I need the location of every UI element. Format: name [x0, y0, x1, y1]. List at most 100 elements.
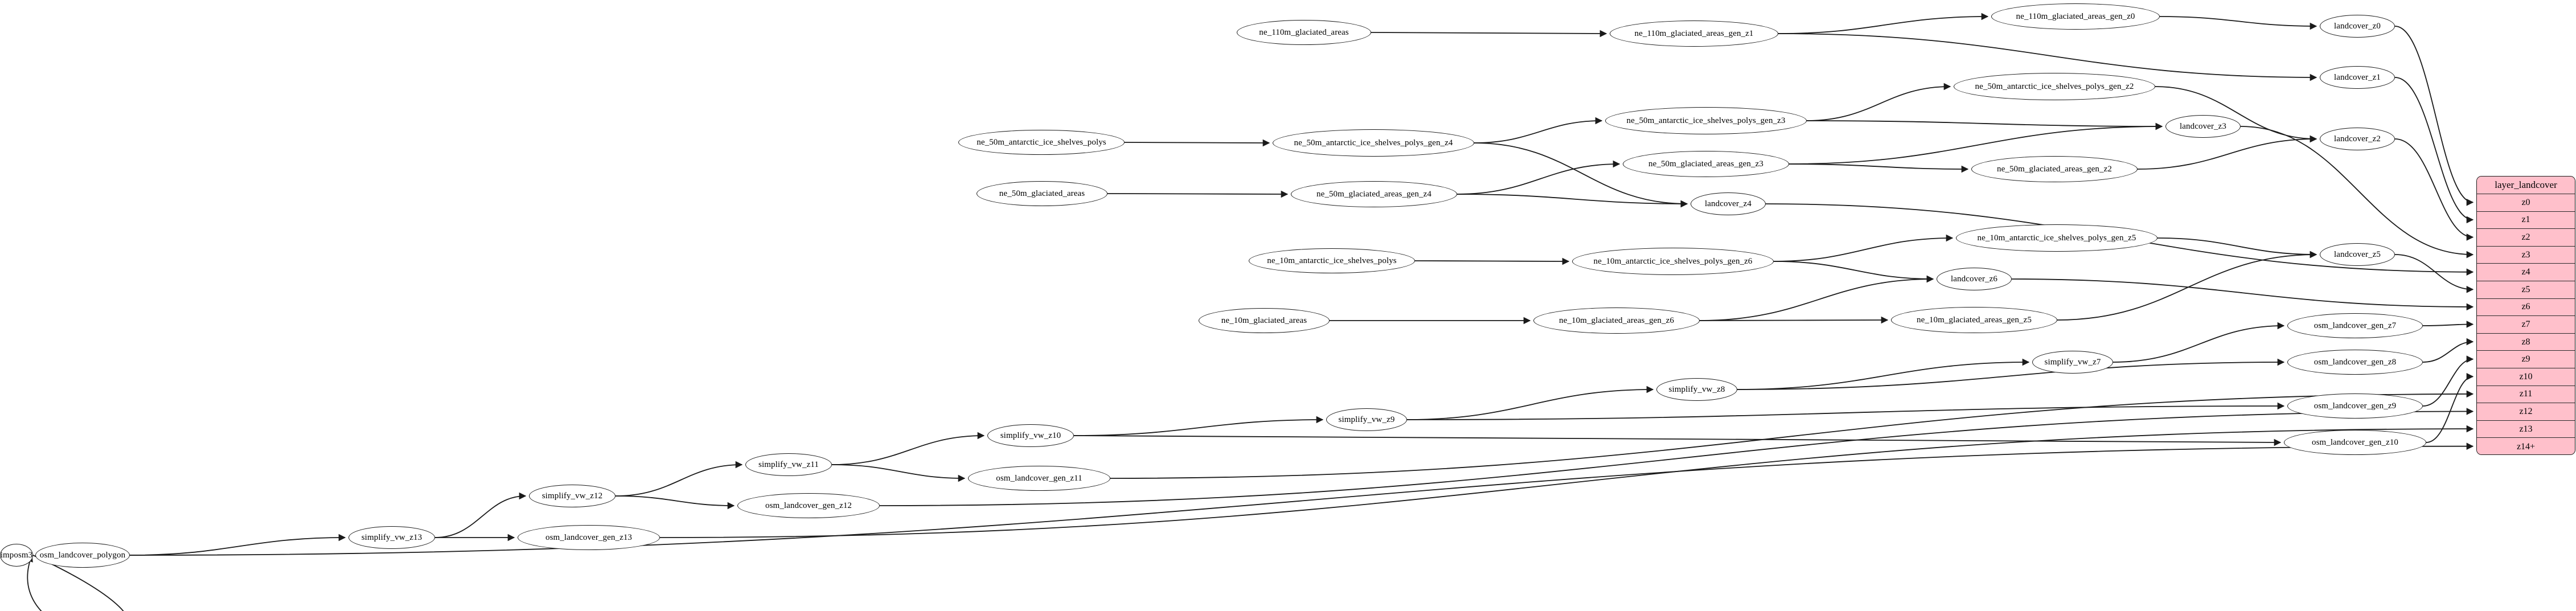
graph-node-simplify-vw-z12[interactable]: simplify_vw_z12: [529, 485, 616, 507]
graph-node-landcover-z4[interactable]: landcover_z4: [1691, 192, 1766, 215]
graph-node-simplify-vw-z13[interactable]: simplify_vw_z13: [348, 526, 435, 549]
legend-row-z8[interactable]: z8: [2477, 333, 2575, 351]
graph-edge: [879, 408, 2474, 506]
graph-edge: [1699, 316, 1889, 324]
legend-row-z13[interactable]: z13: [2477, 420, 2575, 438]
graph-node-osm-landcover-gen-z8[interactable]: osm_landcover_gen_z8: [2287, 350, 2423, 375]
legend-row-z9[interactable]: z9: [2477, 351, 2575, 368]
graph-edge: [1778, 13, 1989, 34]
graph-node-ne-10m-antarctic-ice-shelves-polys-gen-z5[interactable]: ne_10m_antarctic_ice_shelves_polys_gen_z…: [1956, 224, 2157, 252]
legend-row-z5[interactable]: z5: [2477, 281, 2575, 299]
graph-node-label: ne_50m_glaciated_areas_gen_z2: [1997, 164, 2112, 174]
graph-edge: [1073, 435, 2282, 446]
graph-node-ne-50m-glaciated-areas-gen-z4[interactable]: ne_50m_glaciated_areas_gen_z4: [1291, 181, 1457, 207]
legend-row-z12[interactable]: z12: [2477, 403, 2575, 421]
graph-node-landcover-z3[interactable]: landcover_z3: [2165, 115, 2241, 138]
graph-edge: [2157, 237, 2317, 259]
graph-node-ne-10m-glaciated-areas-gen-z6[interactable]: ne_10m_glaciated_areas_gen_z6: [1533, 307, 1700, 334]
graph-node-label: simplify_vw_z7: [2044, 357, 2101, 367]
graph-node-ne-50m-glaciated-areas-gen-z3[interactable]: ne_50m_glaciated_areas_gen_z3: [1623, 151, 1789, 177]
graph-node-ne-10m-antarctic-ice-shelves-polys[interactable]: ne_10m_antarctic_ice_shelves_polys: [1249, 248, 1415, 273]
graph-node-imposm3[interactable]: imposm3: [0, 544, 33, 567]
graph-edge: [615, 495, 735, 510]
graph-node-landcover-z6[interactable]: landcover_z6: [1937, 268, 2012, 290]
graph-node-osm-landcover-gen-z10[interactable]: osm_landcover_gen_z10: [2284, 430, 2426, 455]
graph-node-label: ne_110m_glaciated_areas: [1259, 27, 1349, 37]
graph-node-label: osm_landcover_gen_z7: [2314, 321, 2397, 330]
graph-node-label: simplify_vw_z10: [1000, 430, 1061, 440]
graph-node-ne-110m-glaciated-areas-gen-z1[interactable]: ne_110m_glaciated_areas_gen_z1: [1610, 20, 1778, 47]
legend-row-z4[interactable]: z4: [2477, 264, 2575, 281]
graph-node-osm-landcover-gen-z11[interactable]: osm_landcover_gen_z11: [968, 466, 1110, 491]
graph-node-simplify-vw-z10[interactable]: simplify_vw_z10: [987, 424, 1074, 447]
graph-node-osm-landcover-polygon[interactable]: osm_landcover_polygon: [35, 543, 130, 568]
graph-node-osm-landcover-gen-z9[interactable]: osm_landcover_gen_z9: [2287, 393, 2423, 419]
graph-edge: [2057, 251, 2317, 321]
graph-edge: [1124, 139, 1270, 147]
graph-node-label: ne_10m_antarctic_ice_shelves_polys_gen_z…: [1593, 256, 1753, 266]
graph-node-ne-10m-glaciated-areas[interactable]: ne_10m_glaciated_areas: [1199, 308, 1330, 333]
graph-node-label: imposm3: [0, 550, 33, 560]
legend-row-z1[interactable]: z1: [2477, 211, 2575, 229]
graph-edge: [1778, 33, 2317, 81]
graph-node-ne-110m-glaciated-areas[interactable]: ne_110m_glaciated_areas: [1237, 20, 1371, 45]
graph-node-landcover-z0[interactable]: landcover_z0: [2320, 15, 2395, 38]
graph-node-label: ne_110m_glaciated_areas_gen_z1: [1634, 28, 1754, 38]
graph-node-label: ne_10m_antarctic_ice_shelves_polys_gen_z…: [1977, 233, 2136, 243]
legend-row-z10[interactable]: z10: [2477, 368, 2575, 386]
graph-node-label: simplify_vw_z11: [758, 460, 819, 469]
graph-edge: [615, 461, 743, 497]
graph-node-label: landcover_z0: [2334, 21, 2381, 31]
graph-node-ne-50m-glaciated-areas[interactable]: ne_50m_glaciated_areas: [977, 181, 1107, 206]
graph-edge: [659, 425, 2474, 538]
graph-node-ne-10m-glaciated-areas-gen-z5[interactable]: ne_10m_glaciated_areas_gen_z5: [1891, 307, 2057, 333]
graph-node-osm-landcover-gen-z13[interactable]: osm_landcover_gen_z13: [518, 525, 660, 550]
graph-node-label: simplify_vw_z13: [361, 532, 423, 542]
graph-node-label: ne_50m_antarctic_ice_shelves_polys_gen_z…: [1975, 81, 2134, 91]
graph-edge: [1457, 194, 1688, 208]
graph-edge: [1737, 358, 2030, 390]
graph-edge: [1806, 120, 2163, 130]
graph-node-ne-10m-antarctic-ice-shelves-polys-gen-z6[interactable]: ne_10m_antarctic_ice_shelves_polys_gen_z…: [1572, 248, 1774, 275]
graph-node-label: simplify_vw_z8: [1668, 384, 1725, 394]
graph-node-simplify-vw-z8[interactable]: simplify_vw_z8: [1656, 378, 1737, 401]
graph-node-ne-50m-antarctic-ice-shelves-polys-gen-z2[interactable]: ne_50m_antarctic_ice_shelves_polys_gen_z…: [1954, 73, 2155, 100]
graph-node-ne-50m-antarctic-ice-shelves-polys[interactable]: ne_50m_antarctic_ice_shelves_polys: [958, 130, 1125, 155]
graph-node-ne-50m-antarctic-ice-shelves-polys-gen-z3[interactable]: ne_50m_antarctic_ice_shelves_polys_gen_z…: [1605, 107, 1807, 134]
graph-node-label: ne_50m_glaciated_areas: [999, 188, 1085, 198]
graph-node-landcover-z5[interactable]: landcover_z5: [2320, 243, 2395, 266]
legend-row-z0[interactable]: z0: [2477, 194, 2575, 212]
graph-edge: [2137, 135, 2317, 170]
graph-node-osm-landcover-gen-z7[interactable]: osm_landcover_gen_z7: [2287, 313, 2423, 338]
legend-row-z14plus[interactable]: z14+: [2477, 438, 2575, 454]
graph-edge: [2422, 338, 2474, 363]
graph-node-osm-landcover-gen-z12[interactable]: osm_landcover_gen_z12: [737, 493, 880, 518]
legend-row-z2[interactable]: z2: [2477, 229, 2575, 247]
graph-node-label: osm_landcover_gen_z11: [996, 473, 1082, 483]
graph-node-simplify-vw-z11[interactable]: simplify_vw_z11: [745, 453, 832, 476]
legend-row-z3[interactable]: z3: [2477, 246, 2575, 264]
graph-node-ne-50m-glaciated-areas-gen-z2[interactable]: ne_50m_glaciated_areas_gen_z2: [1971, 156, 2138, 182]
graph-node-ne-110m-glaciated-areas-gen-z0[interactable]: ne_110m_glaciated_areas_gen_z0: [1991, 3, 2160, 30]
graph-node-landcover-z1[interactable]: landcover_z1: [2320, 66, 2395, 89]
graph-edge: [831, 464, 966, 482]
graph-edge: [129, 442, 2474, 556]
graph-edge: [1474, 117, 1603, 143]
graph-node-simplify-vw-z9[interactable]: simplify_vw_z9: [1326, 408, 1407, 431]
graph-edge: [1457, 160, 1621, 195]
graph-node-label: landcover_z5: [2334, 249, 2381, 259]
graph-edge: [1806, 83, 1951, 121]
legend-row-z7[interactable]: z7: [2477, 316, 2575, 334]
graph-node-label: ne_10m_glaciated_areas: [1221, 315, 1307, 325]
graph-edge: [2394, 138, 2474, 241]
graph-node-simplify-vw-z7[interactable]: simplify_vw_z7: [2032, 351, 2113, 374]
graph-node-label: landcover_z2: [2334, 134, 2381, 143]
graph-node-label: ne_110m_glaciated_areas_gen_z0: [2016, 11, 2135, 21]
graph-node-landcover-z2[interactable]: landcover_z2: [2320, 128, 2395, 150]
legend-row-z11[interactable]: z11: [2477, 386, 2575, 404]
legend-row-z6[interactable]: z6: [2477, 298, 2575, 317]
graph-node-ne-50m-antarctic-ice-shelves-polys-gen-z4[interactable]: ne_50m_antarctic_ice_shelves_polys_gen_z…: [1273, 129, 1474, 157]
graph-edge: [434, 492, 527, 538]
